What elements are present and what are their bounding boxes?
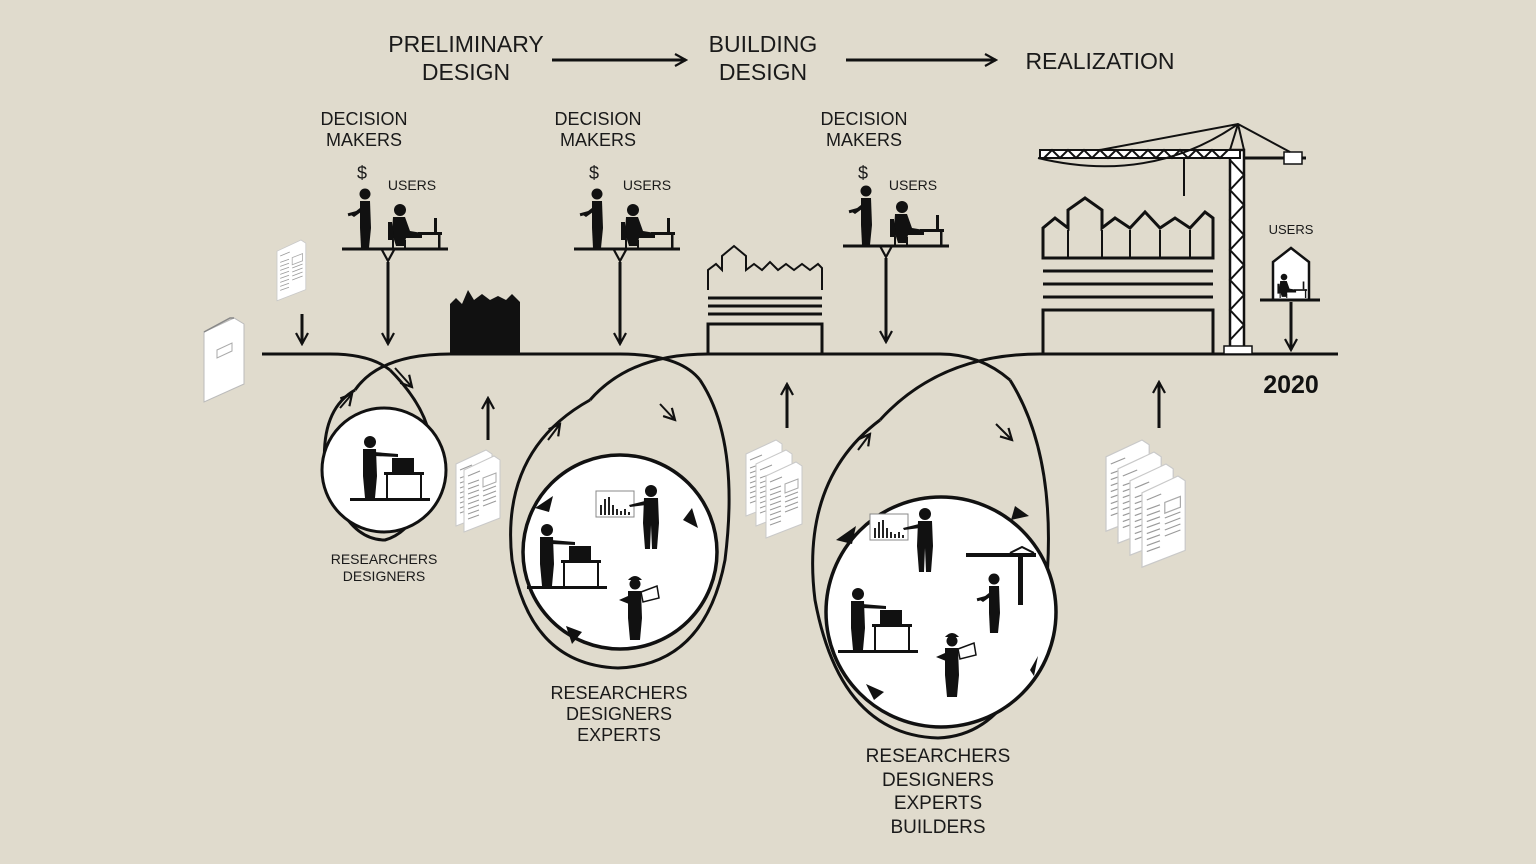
decision-label: MAKERS: [326, 130, 402, 150]
users-label: USERS: [889, 177, 937, 193]
decision-maker-icon: [347, 188, 371, 248]
dollar-icon: $: [589, 163, 599, 183]
users-label: USERS: [1269, 222, 1314, 237]
massing-model-icon: [450, 290, 520, 354]
phase-building-design: BUILDING DESIGN: [709, 31, 818, 85]
team-role: BUILDERS: [890, 817, 985, 838]
timeline-segment: [262, 352, 391, 372]
user-home-icon: USERS: [1260, 222, 1320, 350]
decision-maker-icon: [848, 185, 872, 245]
user-at-desk-icon: [890, 201, 944, 245]
team-label-2: RESEARCHERS DESIGNERS EXPERTS: [550, 683, 687, 745]
phase-title-line2: DESIGN: [719, 59, 807, 85]
document-stack-icon: [1105, 439, 1186, 568]
tower-crane-icon: [1037, 122, 1306, 355]
decision-maker-icon: [579, 188, 603, 248]
phase-title-line2: DESIGN: [422, 59, 510, 85]
team-label-3: RESEARCHERS DESIGNERS EXPERTS BUILDERS: [866, 746, 1011, 838]
user-at-desk-icon: [388, 204, 442, 248]
team-role: DESIGNERS: [566, 704, 672, 724]
team-label-1: RESEARCHERS DESIGNERS: [331, 551, 438, 584]
dollar-icon: $: [858, 163, 868, 183]
phase-realization: REALIZATION: [1025, 48, 1174, 74]
team-role: EXPERTS: [577, 725, 661, 745]
loop-2: [509, 379, 731, 670]
timeline-segment: [878, 352, 1338, 422]
document-icon: [276, 239, 307, 302]
phase-title-line1: BUILDING: [709, 31, 818, 57]
decision-group-3: DECISION MAKERS $ USERS: [820, 109, 949, 248]
team-role: RESEARCHERS: [550, 683, 687, 703]
loop-1: [320, 367, 448, 542]
team-circle: [320, 406, 448, 534]
timeline-segment: [588, 352, 1011, 401]
decision-label: MAKERS: [560, 130, 636, 150]
brief-booklet-icon: [203, 317, 245, 403]
phase-title: REALIZATION: [1025, 48, 1174, 74]
team-circle: [521, 453, 719, 651]
team-role: RESEARCHERS: [866, 746, 1011, 767]
phase-preliminary-design: PRELIMINARY DESIGN: [388, 31, 544, 85]
timeline-segment: [353, 352, 702, 391]
cycle-arrow-icon: [566, 626, 582, 644]
building-design-model-icon: [706, 244, 824, 356]
team-role: RESEARCHERS: [331, 551, 438, 567]
cycle-arrow-icon: [535, 496, 553, 512]
realized-building-icon: [1041, 196, 1215, 356]
document-stack-icon: [745, 439, 803, 539]
builder-with-crane-icon: [966, 545, 1036, 633]
decision-label: DECISION: [554, 109, 641, 129]
cycle-arrow-icon: [836, 526, 856, 544]
decision-group-2: DECISION MAKERS $ USERS: [554, 109, 680, 251]
decision-label: DECISION: [320, 109, 407, 129]
decision-label: DECISION: [820, 109, 907, 129]
users-label: USERS: [388, 177, 436, 193]
document-stack-icon: [455, 449, 501, 533]
team-role: DESIGNERS: [343, 568, 425, 584]
cycle-arrow-icon: [1030, 656, 1038, 676]
users-label: USERS: [623, 177, 671, 193]
decision-group-1: DECISION MAKERS $ USERS: [320, 109, 448, 251]
team-role: EXPERTS: [894, 793, 982, 814]
cycle-arrow-icon: [866, 684, 884, 700]
phase-title-line1: PRELIMINARY: [388, 31, 544, 57]
team-role: DESIGNERS: [882, 770, 994, 791]
dollar-icon: $: [357, 163, 367, 183]
year-label: 2020: [1263, 371, 1319, 399]
user-at-desk-icon: [621, 204, 675, 248]
cycle-arrow-icon: [1011, 506, 1029, 520]
decision-label: MAKERS: [826, 130, 902, 150]
loop-3: [811, 379, 1058, 740]
cycle-arrow-icon: [683, 508, 698, 528]
